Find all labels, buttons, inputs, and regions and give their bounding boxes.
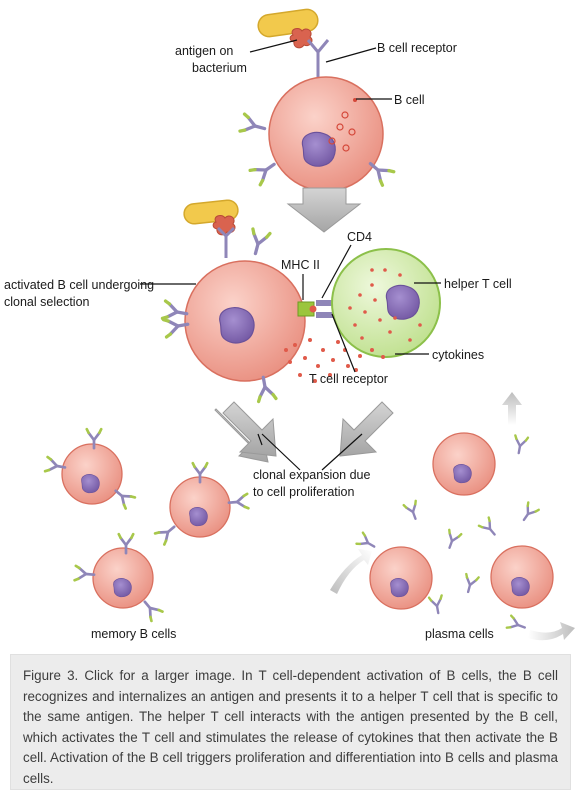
mhc-ii-complex [297, 300, 334, 318]
plasma-cell-2 [369, 546, 433, 610]
activated-b-cell [160, 260, 306, 404]
label-cytokines: cytokines [432, 348, 484, 362]
b-cell-activation-diagram: antigen on bacterium B cell receptor B c… [4, 8, 575, 641]
label-b-cell-receptor: B cell receptor [377, 41, 457, 55]
label-helper-t-cell: helper T cell [444, 277, 512, 291]
label-clonal-line1: clonal expansion due [253, 468, 370, 482]
label-activated-line2: clonal selection [4, 295, 90, 309]
caption-text: Figure 3. Click for a larger image. In T… [23, 668, 558, 786]
label-b-cell: B cell [394, 93, 425, 107]
memory-b-cell-2 [153, 461, 250, 546]
arrow-down-top [286, 187, 362, 233]
plasma-cell-3 [490, 545, 554, 609]
figure-caption: Figure 3. Click for a larger image. In T… [10, 654, 571, 790]
label-t-cell-receptor: T cell receptor [309, 372, 388, 386]
label-mhc-ii: MHC II [281, 258, 320, 272]
label-clonal-line2: to cell proliferation [253, 485, 354, 499]
arrow-right-shape [339, 401, 394, 457]
label-plasma-cells: plasma cells [425, 627, 494, 641]
plasma-cell-1 [432, 432, 496, 496]
b-cell-top [238, 76, 396, 192]
memory-b-cell-3 [73, 532, 164, 623]
arrow-left-shape [222, 401, 277, 457]
label-antigen-line2: bacterium [192, 61, 247, 75]
b-cell-receptor-top [306, 39, 330, 78]
cytokines-dots [284, 338, 385, 383]
label-memory-b-cells: memory B cells [91, 627, 176, 641]
helper-t-cell [331, 248, 441, 358]
label-activated-line1: activated B cell undergoing [4, 278, 154, 292]
bacterium-middle [183, 199, 272, 258]
label-cd4: CD4 [347, 230, 372, 244]
fade-arrows [330, 392, 575, 641]
label-antigen-line1: antigen on [175, 44, 233, 58]
memory-b-cell-1 [43, 427, 137, 510]
